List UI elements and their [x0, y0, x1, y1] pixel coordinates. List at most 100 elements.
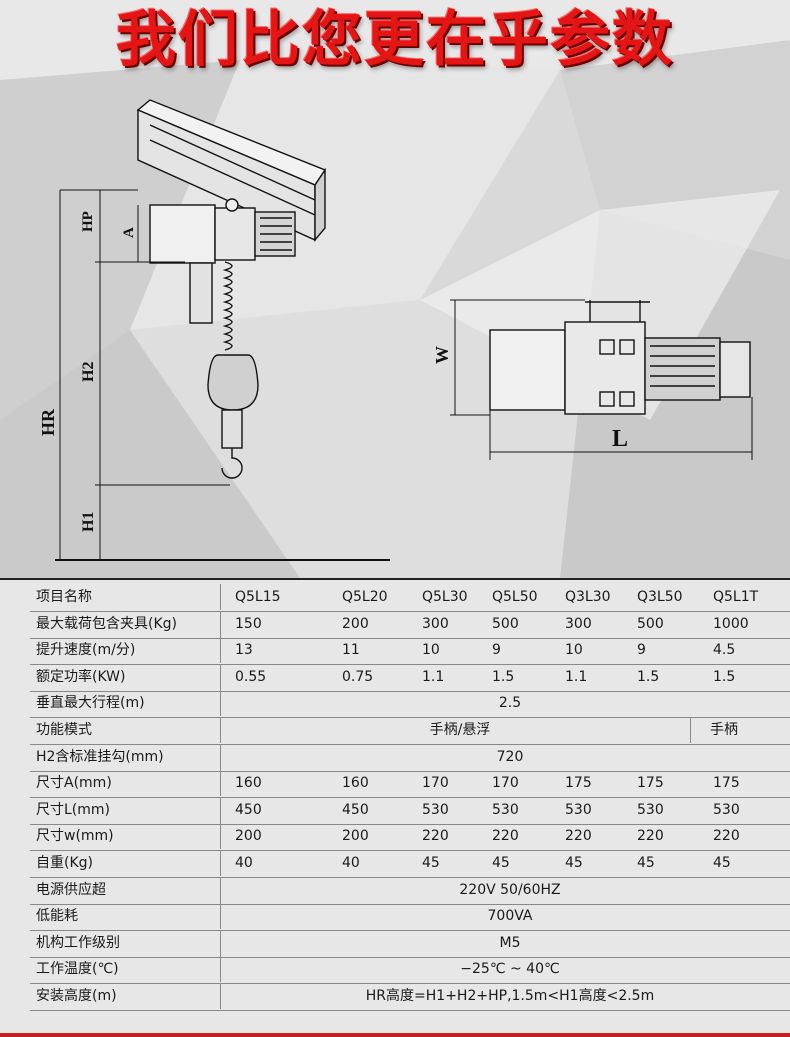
value-cell: 11 — [342, 642, 360, 659]
value-cell: 9 — [492, 642, 501, 659]
column-divider — [220, 717, 221, 743]
bottom-accent-rule — [0, 1033, 790, 1037]
value-cell: 45 — [492, 855, 510, 871]
value-cell: 200 — [235, 828, 262, 845]
value-cell: 45 — [713, 855, 731, 871]
value-cell: 1.1 — [565, 668, 588, 685]
value-cell: 10 — [422, 642, 440, 659]
value-cell: 530 — [422, 801, 449, 818]
value-cell: 220 — [422, 828, 449, 845]
value-cell: 220 — [637, 828, 664, 845]
value-cell: 530 — [565, 801, 592, 818]
value-cell: 200 — [342, 615, 369, 632]
value-cell: 45 — [422, 855, 440, 871]
header-label: 项目名称 — [36, 589, 92, 605]
value-cell: 150 — [235, 615, 262, 632]
table-row: 垂直最大行程(m)2.5 — [30, 690, 790, 719]
dim-label-hp: HP — [80, 211, 96, 232]
row-label: 功能模式 — [36, 722, 92, 738]
column-divider — [220, 903, 221, 930]
value-cell: 170 — [492, 775, 519, 792]
value-cell: 13 — [235, 642, 253, 659]
dim-label-w: W — [432, 346, 452, 364]
column-divider — [220, 929, 221, 956]
value-cell: 10 — [565, 642, 583, 659]
page-title: 我们比您更在乎参数 — [116, 5, 674, 75]
value-cell: 1.1 — [422, 668, 445, 685]
spanned-value-cell: 2.5 — [498, 695, 522, 712]
value-cell: 300 — [565, 615, 592, 632]
value-cell: 0.55 — [235, 668, 267, 685]
dim-label-h1: H1 — [80, 512, 97, 532]
row-label: 尺寸L(mm) — [36, 801, 110, 818]
value-cell: 45 — [637, 855, 655, 871]
value-cell: 40 — [235, 855, 253, 871]
column-divider — [220, 637, 221, 664]
value-cell: 40 — [342, 855, 360, 871]
rail-outline — [136, 99, 327, 242]
spanned-value-cell: HR高度=H1+H2+HP,1.5m<H1高度<2.5m — [365, 988, 655, 1004]
dim-label-l: L — [612, 426, 628, 452]
value-cell: 9 — [637, 642, 646, 659]
table-row: 功能模式 手柄/悬浮 手柄 — [30, 717, 790, 745]
value-cell: 0.75 — [342, 668, 374, 685]
value-cell: 530 — [492, 801, 519, 818]
dim-label-a: A — [121, 227, 137, 238]
value-cell: 500 — [492, 615, 519, 632]
row-label: 安装高度(m) — [36, 988, 117, 1004]
column-divider — [220, 823, 221, 850]
value-cell: 300 — [422, 615, 449, 632]
table-row: 电源供应超 220V 50/60HZ — [30, 876, 790, 905]
side-view — [489, 300, 751, 415]
column-divider — [220, 770, 221, 797]
column-divider — [220, 743, 221, 770]
spanned-value-cell: 220V 50/60HZ — [459, 881, 561, 898]
row-label: 提升速度(m/分) — [36, 642, 136, 659]
spanned-value-cell: 700VA — [487, 908, 533, 925]
value-cell: 500 — [637, 615, 664, 632]
value-cell: 4.5 — [713, 642, 736, 659]
row-label: 工作温度(℃) — [36, 961, 119, 978]
last-model-value-cell: 手柄 — [710, 722, 738, 738]
row-label: 自重(Kg) — [36, 855, 93, 871]
column-divider — [220, 610, 221, 637]
hoist-drawing: HP A H2 HR H1 W L — [38, 99, 753, 561]
model-header: Q5L1T — [713, 589, 759, 605]
cable-handle — [189, 261, 259, 479]
model-header: Q5L30 — [422, 589, 468, 605]
column-divider — [220, 956, 221, 983]
column-divider — [690, 717, 691, 743]
model-header: Q5L20 — [342, 589, 388, 605]
table-row: 工作温度(℃)−25℃ ~ 40℃ — [30, 956, 790, 985]
model-header: Q3L30 — [565, 589, 611, 605]
model-header: Q5L50 — [492, 589, 538, 605]
row-label: 额定功率(KW) — [36, 668, 126, 685]
table-row: H2含标准挂勾(mm)720 — [30, 743, 790, 772]
row-label: 最大载荷包含夹具(Kg) — [36, 615, 177, 632]
row-label: H2含标准挂勾(mm) — [36, 748, 164, 765]
row-label: 尺寸A(mm) — [36, 775, 112, 792]
row-label: 机构工作级别 — [36, 934, 120, 951]
value-cell: 160 — [342, 775, 369, 792]
value-cell: 45 — [565, 855, 583, 871]
value-cell: 170 — [422, 775, 449, 792]
value-cell: 1.5 — [713, 668, 736, 685]
row-label: 尺寸w(mm) — [36, 828, 114, 845]
row-label: 低能耗 — [36, 908, 78, 925]
background-facets — [0, 0, 790, 578]
value-cell: 450 — [342, 801, 369, 818]
column-divider — [220, 663, 221, 690]
column-divider — [220, 584, 221, 610]
value-cell: 220 — [713, 828, 740, 845]
spanned-value-cell: 手柄/悬浮 — [429, 722, 491, 738]
row-label: 电源供应超 — [36, 881, 106, 898]
table-row: 安装高度(m) HR高度=H1+H2+HP,1.5m<H1高度<2.5m — [30, 983, 790, 1011]
spec-table — [0, 578, 790, 1037]
column-divider — [220, 983, 221, 1009]
value-cell: 200 — [342, 828, 369, 845]
